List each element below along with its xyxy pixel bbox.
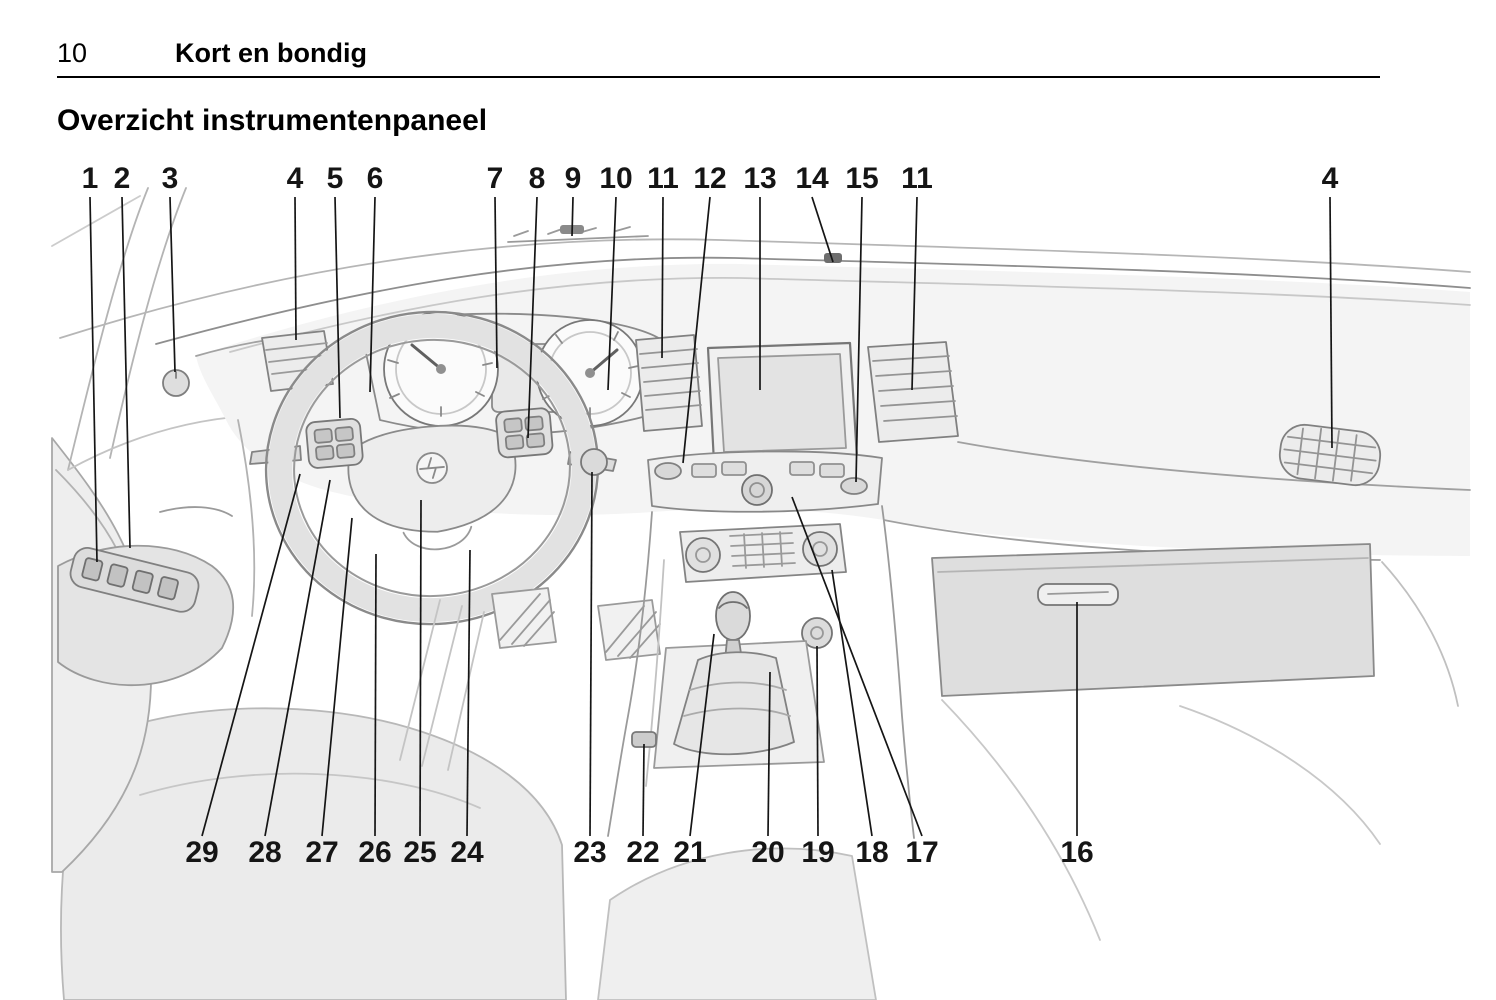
callout-number: 25 — [403, 836, 436, 869]
leader-line — [816, 645, 819, 837]
audio-controls — [647, 450, 883, 513]
leader-line — [527, 196, 538, 439]
leader-line — [791, 496, 923, 837]
callout-number: 9 — [565, 162, 582, 195]
leader-line — [294, 196, 297, 341]
glovebox — [931, 543, 1375, 697]
leader-line — [661, 196, 664, 359]
light-switch — [162, 369, 190, 397]
leader-line — [121, 196, 131, 549]
shifter-knob — [715, 591, 751, 641]
leader-line — [911, 196, 918, 391]
callout-number: 12 — [693, 162, 726, 195]
callout-number: 26 — [358, 836, 391, 869]
callout-number: 19 — [801, 836, 834, 869]
callout-number: 24 — [450, 836, 484, 869]
page-number: 10 — [57, 38, 88, 68]
leader-line — [607, 196, 617, 391]
callout-number: 27 — [305, 836, 338, 869]
dashboard-illustration — [51, 187, 1471, 1000]
callout-number: 29 — [185, 836, 218, 869]
leader-line — [831, 569, 873, 837]
callout-number: 2 — [114, 162, 131, 195]
leader-line — [855, 196, 863, 483]
leader-line — [419, 499, 422, 837]
header-rule — [57, 76, 1380, 78]
center-air-vents — [635, 334, 703, 432]
leader-line — [682, 196, 711, 464]
callout-number: 11 — [901, 162, 933, 195]
climate-controls — [679, 523, 847, 583]
leader-line — [1329, 196, 1333, 449]
start-button — [580, 448, 608, 476]
defroster-vent — [507, 226, 649, 243]
gear-shifter — [653, 591, 825, 769]
climate-knob-left — [685, 537, 721, 573]
dash-sensor — [824, 253, 842, 263]
leader-line — [334, 196, 341, 419]
callout-number: 6 — [367, 162, 384, 195]
callout-number: 5 — [327, 162, 344, 195]
leader-line — [589, 471, 593, 837]
leader-line — [201, 473, 301, 837]
chapter-title: Kort en bondig — [175, 38, 367, 68]
callout-number: 17 — [905, 836, 938, 869]
leader-line — [642, 743, 645, 837]
callout-number: 22 — [626, 836, 659, 869]
door-handle — [159, 506, 233, 517]
callout-number: 1 — [82, 162, 99, 195]
callout-number: 3 — [162, 162, 179, 195]
callout-number: 16 — [1060, 836, 1093, 869]
callout-number: 11 — [647, 162, 679, 195]
glovebox-handle — [1037, 583, 1119, 606]
leader-line — [369, 196, 376, 393]
callout-number: 8 — [529, 162, 546, 195]
callout-number: 23 — [573, 836, 606, 869]
leader-line — [321, 517, 353, 837]
pedals — [491, 587, 661, 661]
infotainment-display — [706, 341, 859, 465]
callout-number: 7 — [487, 162, 504, 195]
leader-line — [374, 553, 377, 837]
leader-line — [494, 196, 498, 369]
leader-line — [466, 549, 471, 837]
leader-line — [89, 196, 98, 563]
leader-line — [169, 196, 176, 373]
leader-line — [811, 196, 834, 263]
right-side-vent — [1278, 423, 1382, 487]
callout-number: 13 — [743, 162, 776, 195]
climate-knob-right — [802, 531, 838, 567]
shifter-boot — [673, 651, 795, 756]
callout-number: 14 — [795, 162, 829, 195]
right-center-vents — [867, 341, 959, 443]
callout-number: 18 — [855, 836, 888, 869]
leader-line — [264, 479, 331, 837]
passenger-seat — [597, 847, 877, 1000]
dash-top-edge — [155, 256, 1471, 345]
windshield-line — [59, 238, 1471, 339]
callout-number: 10 — [599, 162, 632, 195]
volume-knob — [741, 474, 773, 506]
leader-line — [571, 196, 574, 237]
callout-number: 20 — [751, 836, 784, 869]
page-header: 10 Kort en bondig — [57, 40, 1380, 67]
callout-number: 4 — [1322, 162, 1339, 195]
section-title: Overzicht instrumentenpaneel — [57, 104, 488, 137]
callout-number: 4 — [287, 162, 304, 195]
callout-number: 28 — [248, 836, 281, 869]
window-switches — [69, 546, 200, 613]
right-steering-buttons — [495, 407, 554, 459]
callout-number: 21 — [673, 836, 706, 869]
leader-line — [689, 633, 715, 837]
left-steering-buttons — [305, 417, 364, 469]
callout-number: 15 — [845, 162, 878, 195]
leader-line — [767, 671, 771, 837]
